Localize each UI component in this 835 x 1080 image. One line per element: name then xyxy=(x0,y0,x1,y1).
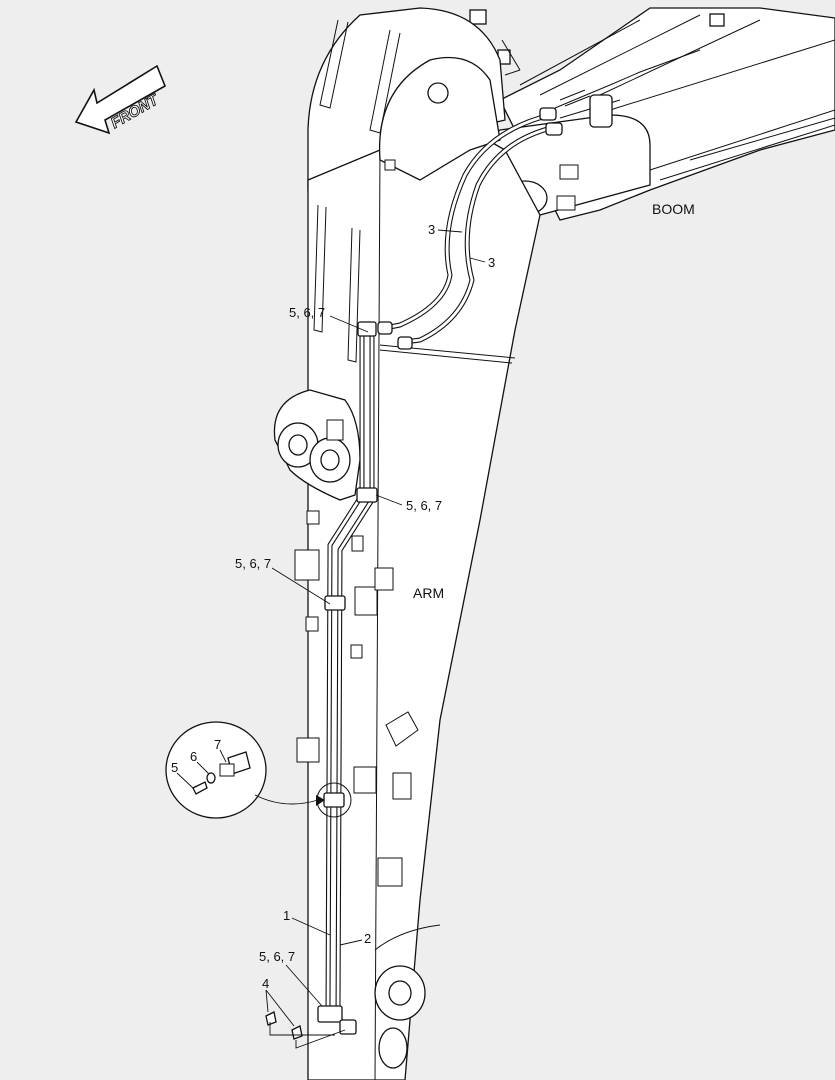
callout-hose-3a: 3 xyxy=(428,222,435,237)
boom-label: BOOM xyxy=(652,201,695,217)
detail-callout-washer: 6 xyxy=(190,749,197,764)
callout-fitting-4: 4 xyxy=(262,976,269,991)
fittings-4 xyxy=(265,989,346,1049)
front-arrow: FRONT xyxy=(74,64,167,135)
pipes-1-2 xyxy=(316,321,378,1035)
callout-pipe-1: 1 xyxy=(283,908,290,923)
detail-bolt xyxy=(192,781,208,795)
arm-top-pin xyxy=(427,82,449,104)
callout-pipe-2: 2 xyxy=(364,931,371,946)
hoses-3 xyxy=(377,107,563,350)
detail-callout-bolt: 5 xyxy=(171,760,178,775)
callout-clamp-mid-left: 5, 6, 7 xyxy=(235,556,271,571)
callouts: 3 3 5, 6, 7 5, 6, 7 5, 6, 7 1 2 5, 6, 7 … xyxy=(235,222,495,991)
callout-leaders xyxy=(271,229,486,1007)
arm-structure xyxy=(273,7,541,1080)
detail-washer xyxy=(206,772,216,784)
callout-clamp-mid-right: 5, 6, 7 xyxy=(406,498,442,513)
callout-clamp-top: 5, 6, 7 xyxy=(289,305,325,320)
detail-callout-clamp: 7 xyxy=(214,737,221,752)
callout-clamp-bottom: 5, 6, 7 xyxy=(259,949,295,964)
detail-view-circle xyxy=(165,721,267,819)
detail-view: 5 6 7 xyxy=(165,721,325,819)
front-arrow-shape xyxy=(74,64,167,135)
callout-hose-3b: 3 xyxy=(488,255,495,270)
arm-label: ARM xyxy=(413,585,444,601)
